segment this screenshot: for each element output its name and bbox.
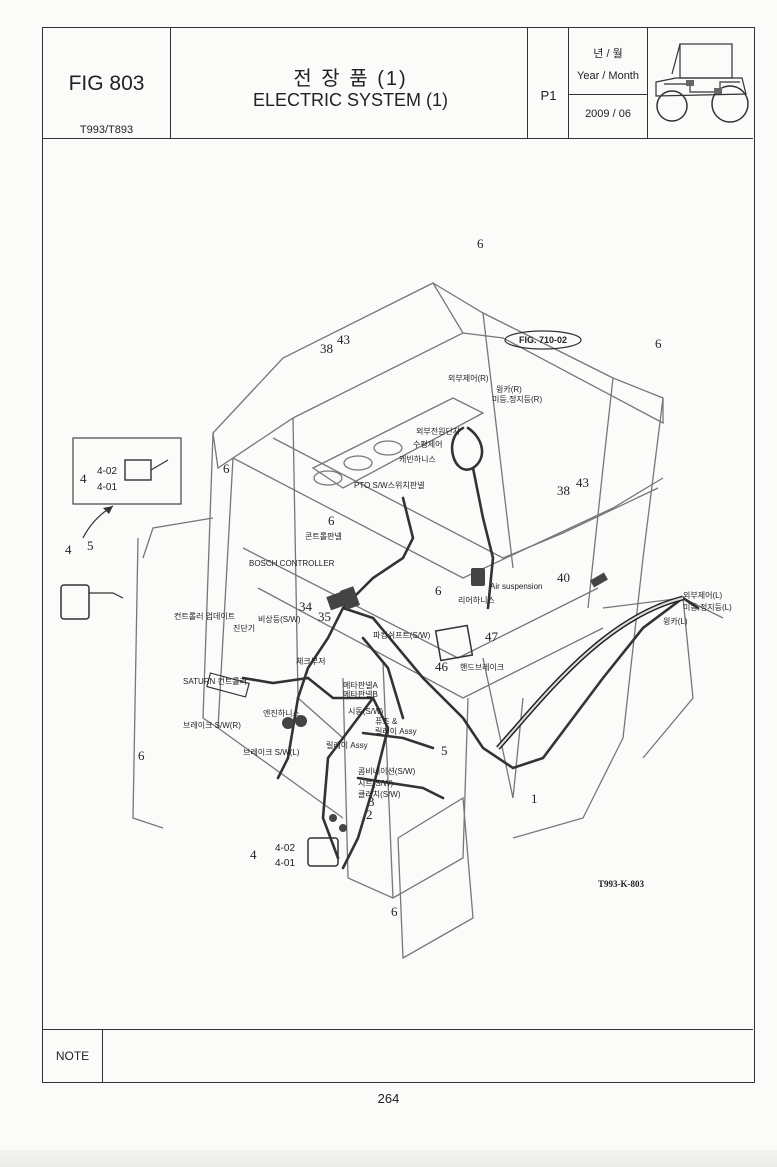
title-cell xyxy=(171,28,528,138)
label-parking-shift-switch: 파킹쉬프트(S/W) xyxy=(373,630,431,640)
label-ext-work-l: 외부제어(L) xyxy=(683,590,723,600)
callout-40: 40 xyxy=(557,570,570,585)
label-emergency-switch: 비상등(S/W) xyxy=(258,614,301,624)
date-cell xyxy=(569,28,648,138)
callout-4-01: 4-01 xyxy=(275,858,295,869)
callout-43: 43 xyxy=(337,332,350,347)
label-brake-switch-l: 브레이크 S/W(L) xyxy=(243,747,300,757)
callout-4: 4 xyxy=(250,847,257,862)
label-ext-work-r: 외부제어(R) xyxy=(448,373,489,383)
callout-6: 6 xyxy=(655,336,662,351)
page-code: P1 xyxy=(540,88,557,103)
label-meter-panel-a: 메타판넬A xyxy=(343,681,378,690)
date-label-korean: 년 / 월 xyxy=(593,48,623,60)
callout-38: 38 xyxy=(557,483,570,498)
label-air-suspension: Air suspension xyxy=(490,582,542,591)
callout-4-02: 4-02 xyxy=(97,466,117,477)
callout-6: 6 xyxy=(328,513,335,528)
label-level-control: 수평제어 xyxy=(413,439,442,449)
callout-34: 34 xyxy=(299,599,313,614)
label-controller-update: 컨트롤러 업데이트 xyxy=(174,611,235,621)
model-code: T993/T893 xyxy=(79,124,134,136)
callout-4-02: 4-02 xyxy=(275,843,295,854)
wiring-drawing: FIG. 710-02 6 6 6 6 6 6 6 38 43 38 43 4 … xyxy=(60,236,732,960)
label-check-buzzer: 체크부저 xyxy=(296,656,325,666)
callout-6: 6 xyxy=(477,236,484,251)
callout-2: 2 xyxy=(366,807,373,822)
label-bosch-controller: BOSCH CONTROLLER xyxy=(249,559,335,568)
fig-reference: FIG. 710-02 xyxy=(519,335,567,345)
label-tail-r: 미등,정지등(R) xyxy=(492,394,542,404)
callout-3: 3 xyxy=(368,794,375,809)
callout-6: 6 xyxy=(435,583,442,598)
catalog-sheet: FIG 803 T993/T893 전 장 품 (1) ELECTRIC SYS… xyxy=(42,27,755,1083)
callout-38: 38 xyxy=(320,341,333,356)
callout-6: 6 xyxy=(223,461,230,476)
date-value: 2009 / 06 xyxy=(585,108,631,120)
callout-6: 6 xyxy=(391,904,398,919)
figure-code: FIG 803 xyxy=(68,72,145,95)
label-start-switch: 시동(S/W) xyxy=(348,707,383,716)
label-rear-harness: 리어하니스 xyxy=(458,595,495,605)
label-brake-switch-r: 브레이크 S/W(R) xyxy=(183,720,241,730)
callout-47: 47 xyxy=(485,629,499,644)
header-block: FIG 803 T993/T893 전 장 품 (1) ELECTRIC SYS… xyxy=(43,28,753,139)
title-english: ELECTRIC SYSTEM (1) xyxy=(252,90,449,110)
callout-1: 1 xyxy=(531,791,538,806)
inset-box xyxy=(72,437,182,505)
label-hand-brake: 핸드브레이크 xyxy=(460,662,504,672)
label-relay-assy: 릴레이 Assy xyxy=(326,740,368,750)
label-engine-harness: 엔진하니스 xyxy=(263,708,300,718)
callout-6: 6 xyxy=(138,748,145,763)
label-tail-l: 미등,정지등(L) xyxy=(683,602,732,612)
title-korean: 전 장 품 (1) xyxy=(293,68,408,90)
label-cabin-harness: 캐빈하니스 xyxy=(399,454,436,464)
callout-4-01: 4-01 xyxy=(97,482,117,493)
callout-5: 5 xyxy=(441,743,448,758)
page-number: 264 xyxy=(377,1091,400,1106)
label-beacon-l: 윙카(L) xyxy=(663,616,688,626)
label-diagnostic: 진단기 xyxy=(233,623,255,633)
label-combination-switch: 콤비네이션(S/W) xyxy=(358,766,416,776)
label-ext-power: 외부전원단자 xyxy=(416,426,461,436)
label-saturn-controller: SATURN 컨트롤러 xyxy=(183,676,247,686)
label-fuse-relay: 퓨즈 & xyxy=(375,717,398,726)
scan-edge xyxy=(0,1150,777,1167)
label-fuse-relay-assy: 릴레이 Assy xyxy=(375,726,417,736)
date-label-english: Year / Month xyxy=(577,70,639,82)
label-beacon-r: 윙카(R) xyxy=(496,384,522,394)
callout-5: 5 xyxy=(87,538,94,553)
label-control-panel: 콘트롤판넬 xyxy=(305,532,342,541)
label-seat-switch: 시트(S/W) xyxy=(358,779,393,788)
callout-46: 46 xyxy=(435,659,449,674)
date-divider xyxy=(569,94,647,95)
note-row: NOTE xyxy=(43,1029,753,1083)
label-meter-panel-b: 메타판넬B xyxy=(343,690,378,699)
label-pto-switch-panel: PTO S/W스위치판넬 xyxy=(354,481,424,490)
callout-35: 35 xyxy=(318,609,331,624)
callout-4: 4 xyxy=(65,542,72,557)
note-label: NOTE xyxy=(43,1030,103,1083)
label-clutch-switch: 클러치(S/W) xyxy=(358,790,401,799)
fig-cell xyxy=(43,28,171,138)
page-code-cell xyxy=(528,28,569,138)
tractor-thumbnail-icon xyxy=(655,43,749,123)
callout-4: 4 xyxy=(80,471,87,486)
callout-43: 43 xyxy=(576,475,589,490)
drawing-code: T993-K-803 xyxy=(598,879,644,889)
